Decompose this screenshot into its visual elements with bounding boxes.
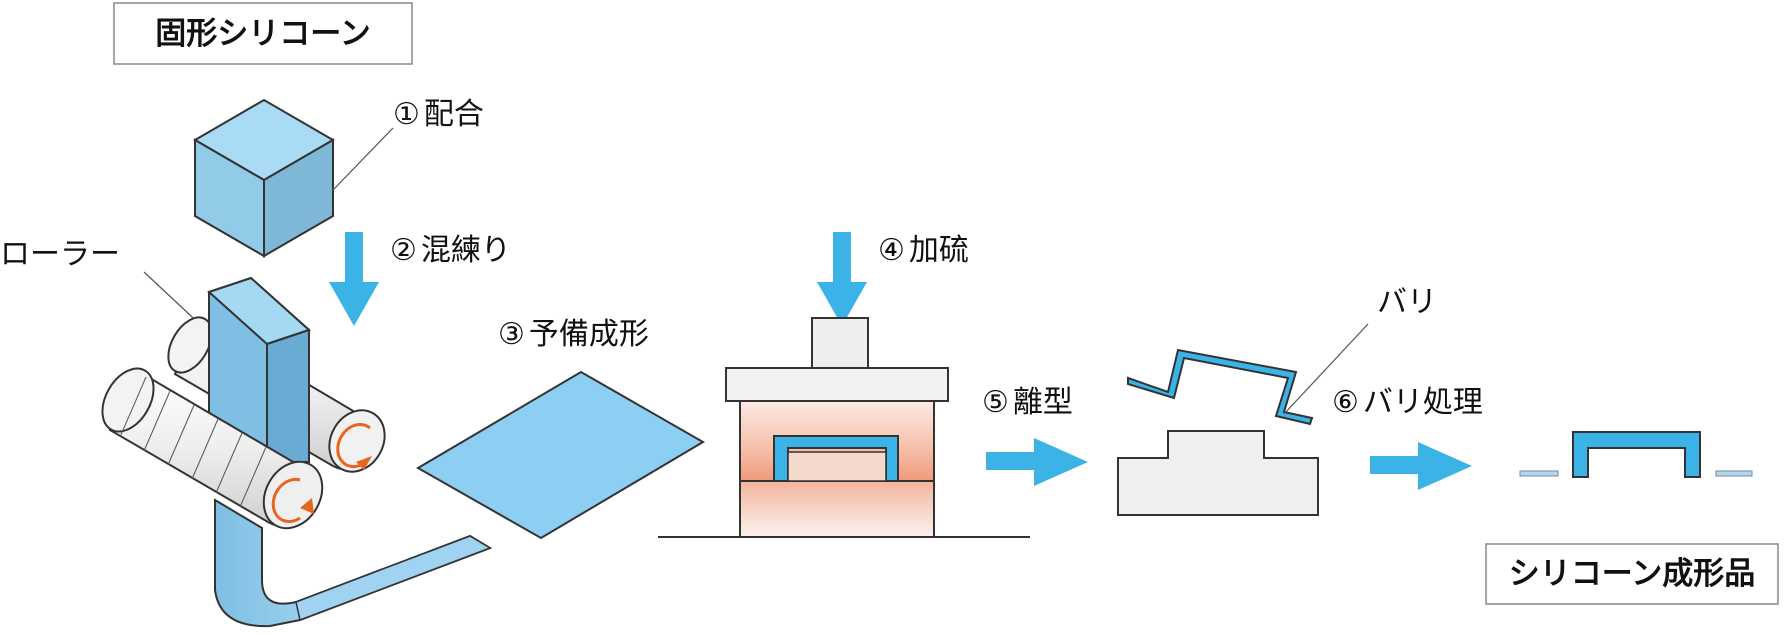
demolded-part-with-burr bbox=[1127, 348, 1314, 426]
leader-line-burr bbox=[1283, 323, 1369, 415]
preform-sheet bbox=[416, 370, 705, 540]
press-top-plate bbox=[725, 367, 949, 402]
trimmed-burr-right bbox=[1715, 470, 1753, 477]
right-arrow-deburr bbox=[1370, 442, 1472, 490]
trimmed-burr-left bbox=[1519, 470, 1559, 477]
finished-silicone-part bbox=[1572, 431, 1701, 478]
silicone-cube bbox=[193, 98, 335, 258]
press-ram bbox=[811, 317, 869, 369]
down-arrow-kneading bbox=[329, 232, 379, 326]
roller-assembly bbox=[101, 276, 493, 628]
demold-stage bbox=[1117, 348, 1319, 516]
rotation-arrow-front bbox=[271, 477, 301, 523]
mold-core bbox=[787, 451, 887, 482]
burr-label: バリ bbox=[1377, 285, 1437, 320]
roller-label: ローラー bbox=[0, 237, 120, 272]
product-box: シリコーン成形品 bbox=[1485, 543, 1779, 605]
down-arrow-vulcanize bbox=[817, 232, 867, 326]
lower-mold-demold bbox=[1117, 430, 1319, 516]
rotation-arrow-back bbox=[336, 423, 371, 469]
lower-mold bbox=[739, 480, 935, 538]
right-arrow-demold bbox=[986, 438, 1088, 486]
roller-stripes bbox=[119, 376, 267, 508]
leader-line-compounding bbox=[332, 127, 394, 191]
press-mold bbox=[658, 317, 1030, 538]
front-roller bbox=[101, 367, 324, 530]
incoming-sheet bbox=[207, 276, 311, 463]
outgoing-sheet bbox=[214, 498, 493, 628]
product-box-text: シリコーン成形品 bbox=[1509, 556, 1755, 592]
title-box-text: 固形シリコーン bbox=[155, 16, 370, 52]
title-box: 固形シリコーン bbox=[113, 2, 413, 65]
finished-part bbox=[1519, 431, 1753, 478]
